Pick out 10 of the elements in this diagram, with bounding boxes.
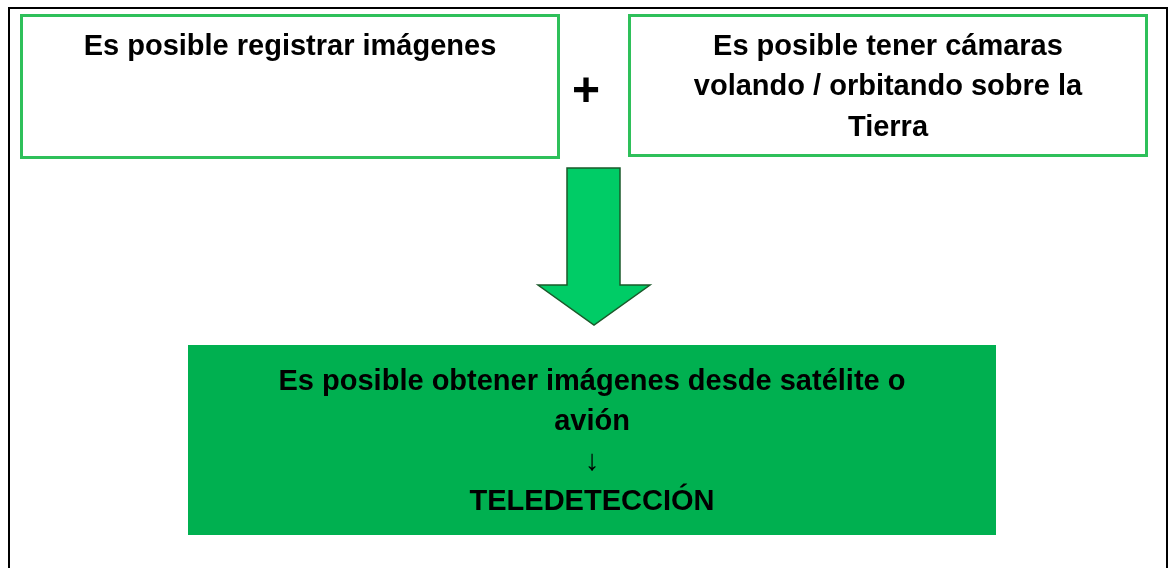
premise-box [20, 14, 560, 159]
box-text: Es posible obtener imágenes desde satélite o avión [277, 362, 907, 438]
box-text: Es posible registrar imágenes [83, 28, 497, 63]
box-text: Es posible tener cámaras volando / orbitando sobre la Tierra [692, 28, 1084, 144]
box-text: TELEDETECCIÓN [469, 482, 715, 518]
result-box [188, 345, 996, 535]
box-text: ↓ [584, 443, 600, 478]
block-arrow [535, 167, 653, 326]
plus-sign: + [572, 66, 601, 114]
premise-box [628, 14, 1148, 157]
